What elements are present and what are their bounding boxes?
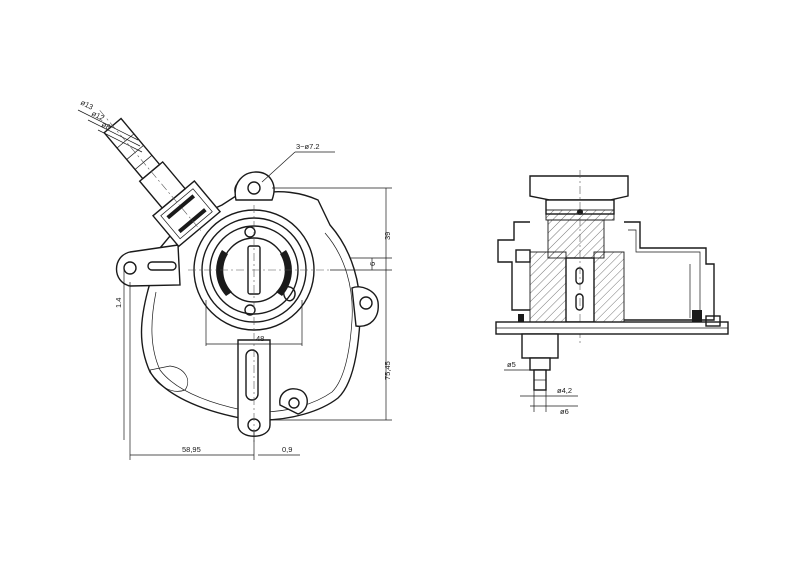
side-right-inner	[628, 229, 701, 318]
rotor-bottom-port	[244, 304, 256, 316]
right-mounting-ear	[351, 286, 379, 327]
dim-39-label: 39	[383, 232, 392, 240]
d13-label: ø13	[79, 98, 95, 112]
d8-label: ø8	[100, 120, 112, 132]
hole-leader	[261, 151, 296, 183]
side-right-lug-2	[705, 315, 721, 327]
side-section-right	[593, 251, 625, 323]
side-slot-2	[575, 293, 584, 311]
side-d6-label: ø6	[560, 407, 569, 416]
side-view: ø5 ø4,2 ø6	[495, 170, 729, 416]
hose-axis	[99, 110, 203, 234]
dim-1-4-label: 1.4	[114, 298, 123, 308]
side-d5-label: ø5	[507, 360, 516, 369]
lower-right-hole	[288, 397, 300, 409]
hole-callout-label: 3−ø7.2	[296, 142, 320, 151]
right-mount-hole	[359, 296, 373, 310]
side-right-lug	[692, 310, 702, 322]
top-mounting-ear	[234, 171, 275, 201]
front-dimensions: 3−ø7.2 ø13 ø12 ø8 39 6 75,45	[77, 98, 392, 460]
dim-58-label: 58,95	[182, 445, 201, 454]
bottom-slot	[245, 349, 259, 401]
rotor-arc-right	[276, 250, 292, 296]
dim-48-label: 48	[256, 334, 264, 343]
left-ear-slot	[147, 261, 177, 271]
lower-right-ear	[279, 388, 308, 415]
side-spigot-upper	[521, 333, 559, 359]
d8-line	[97, 129, 143, 153]
side-dimensions: ø5 ø4,2 ø6	[504, 360, 578, 416]
front-view: 3−ø7.2 ø13 ø12 ø8 39 6 75,45	[77, 98, 392, 460]
left-lobe	[149, 365, 189, 392]
side-spigot-mid	[529, 357, 551, 371]
dim-0-9-label: 0,9	[282, 445, 292, 454]
rotor-lobe-right	[282, 286, 296, 302]
dim-75-label: 75,45	[383, 361, 392, 380]
rotor-arc-left	[216, 250, 232, 296]
side-d4-label: ø4,2	[557, 386, 572, 395]
side-left-lug	[518, 314, 524, 322]
side-left-housing	[497, 221, 530, 311]
rotor-top-port	[244, 226, 256, 238]
d13-line	[77, 109, 139, 141]
d12-line	[87, 119, 141, 147]
side-section-left	[529, 251, 567, 323]
inlet-connector	[99, 110, 222, 248]
dim-6-label: 6	[368, 262, 377, 266]
connector-clip	[166, 194, 196, 220]
top-mount-hole	[247, 181, 261, 195]
side-top-cap	[529, 175, 629, 201]
side-slot-1	[575, 267, 584, 285]
side-left-boss	[515, 249, 531, 263]
side-right-body	[624, 221, 715, 321]
side-screw	[577, 209, 583, 215]
